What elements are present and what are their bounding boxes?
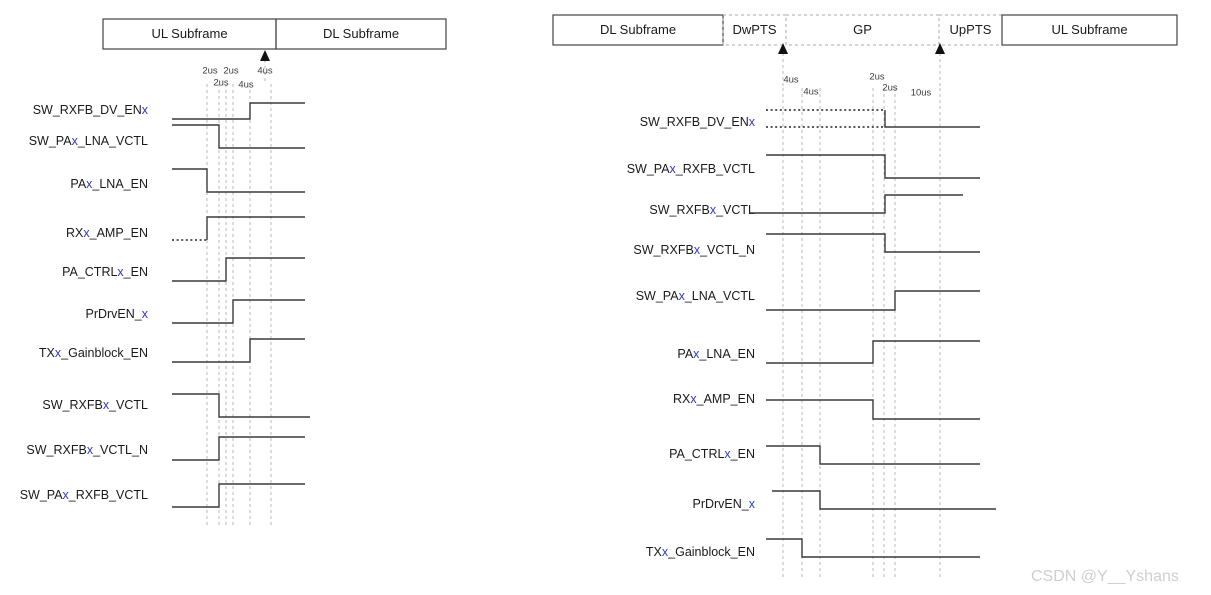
subframe-label-ul-subframe: UL Subframe <box>1051 22 1127 37</box>
waveform-segment-sw-pax-lna-vctl-0 <box>172 124 305 149</box>
waveform-prdrven-x <box>772 490 996 510</box>
waveform-segment-txx-gainblock-en-0 <box>172 338 305 363</box>
watermark-label: CSDN @Y__Yshans <box>1031 568 1179 585</box>
waveform-segment-sw-rxfbx-vctl-0 <box>750 194 963 214</box>
duration-tick-label-3: 4us <box>238 80 254 91</box>
signal-label-sw-pax-lna-vctl: SW_PAx_LNA_VCTL <box>636 289 755 303</box>
signal-label-txx-gainblock-en: TXx_Gainblock_EN <box>646 545 755 559</box>
signal-label-sw-rxfbx-vctl: SW_RXFBx_VCTL <box>649 203 755 217</box>
waveform-segment-sw-pax-rxfb-vctl-0 <box>766 154 980 179</box>
waveform-pa-ctrlx-en <box>172 257 305 282</box>
subframe-cell-dl-subframe <box>275 18 447 50</box>
waveform-sw-rxfbx-vctl-n <box>766 233 980 253</box>
subframe-label-ul-subframe: UL Subframe <box>151 26 227 41</box>
duration-tick-label-0: 2us <box>202 66 218 77</box>
signal-label-prdrven-x: PrDrvEN_x <box>85 307 148 321</box>
boundary-arrow-icon-1 <box>935 43 945 54</box>
subframe-label-gp: GP <box>853 22 872 37</box>
waveform-segment-prdrven-x-0 <box>172 299 305 324</box>
waveform-segment-sw-rxfb-dv-enx-0 <box>172 102 305 120</box>
signal-label-rxx-amp-en: RXx_AMP_EN <box>66 226 148 240</box>
signal-label-pax-lna-en: PAx_LNA_EN <box>677 347 755 361</box>
signal-label-txx-gainblock-en: TXx_Gainblock_EN <box>39 346 148 360</box>
signal-label-sw-rxfb-dv-enx: SW_RXFB_DV_ENx <box>640 115 756 129</box>
waveform-prdrven-x <box>172 299 305 324</box>
boundary-marker-group <box>778 43 945 88</box>
duration-tick-label-4: 4us <box>257 66 273 77</box>
boundary-marker-group <box>260 50 270 84</box>
waveform-sw-pax-rxfb-vctl <box>766 154 980 179</box>
duration-tick-label-1: 2us <box>223 66 239 77</box>
waveform-segment-txx-gainblock-en-0 <box>766 538 980 558</box>
waveform-txx-gainblock-en <box>172 338 305 363</box>
gridline-group <box>206 84 272 527</box>
waveform-sw-rxfbx-vctl <box>172 393 310 418</box>
waveform-segment-pax-lna-en-0 <box>172 168 305 193</box>
signal-label-sw-rxfbx-vctl-n: SW_RXFBx_VCTL_N <box>633 243 755 257</box>
signal-label-pa-ctrlx-en: PA_CTRLx_EN <box>62 265 148 279</box>
waveform-rxx-amp-en <box>766 399 980 420</box>
waveform-segment-rxx-amp-en-0 <box>766 399 980 420</box>
duration-tick-label-4: 10us <box>911 88 932 99</box>
signal-label-pax-lna-en: PAx_LNA_EN <box>70 177 148 191</box>
signal-label-pa-ctrlx-en: PA_CTRLx_EN <box>669 447 755 461</box>
waveform-txx-gainblock-en <box>766 538 980 558</box>
waveform-pa-ctrlx-en <box>766 445 980 465</box>
waveform-sw-rxfb-dv-enx <box>766 109 980 128</box>
boundary-arrow-icon-0 <box>260 50 270 61</box>
gridline-group <box>782 88 941 578</box>
signal-label-sw-rxfbx-vctl-n: SW_RXFBx_VCTL_N <box>26 443 148 457</box>
waveform-sw-rxfb-dv-enx <box>172 102 305 120</box>
waveform-segment-pa-ctrlx-en-0 <box>172 257 305 282</box>
subframe-header-row: UL Subframe DL Subframe <box>102 18 447 50</box>
waveform-segment-pa-ctrlx-en-0 <box>766 445 980 465</box>
duration-tick-label-1: 4us <box>803 87 819 98</box>
waveform-segment-pax-lna-en-0 <box>766 340 980 364</box>
signal-label-sw-rxfb-dv-enx: SW_RXFB_DV_ENx <box>33 103 149 117</box>
signal-label-sw-pax-lna-vctl: SW_PAx_LNA_VCTL <box>29 134 148 148</box>
subframe-label-dl-subframe: DL Subframe <box>323 26 399 41</box>
duration-tick-label-2: 2us <box>213 78 229 89</box>
signal-label-rxx-amp-en: RXx_AMP_EN <box>673 392 755 406</box>
signal-label-prdrven-x: PrDrvEN_x <box>692 497 755 511</box>
subframe-header-row: DL Subframe DwPTS GP UpPTS UL Subframe <box>552 14 1178 46</box>
subframe-label-uppts: UpPTS <box>950 22 992 37</box>
waveform-sw-pax-lna-vctl <box>766 290 980 311</box>
duration-tick-label-0: 4us <box>783 75 799 86</box>
waveform-sw-rxfbx-vctl-n <box>172 436 305 461</box>
duration-tick-label-2: 2us <box>869 72 885 83</box>
waveform-segment-rxx-amp-en-1 <box>206 216 305 240</box>
signal-label-sw-rxfbx-vctl: SW_RXFBx_VCTL <box>42 398 148 412</box>
waveform-segment-sw-rxfbx-vctl-n-0 <box>172 436 305 461</box>
waveform-sw-rxfbx-vctl <box>750 194 963 214</box>
waveform-segment-sw-rxfb-dv-enx-2 <box>884 110 980 128</box>
waveform-segment-prdrven-x-0 <box>772 490 996 510</box>
waveform-pax-lna-en <box>766 340 980 364</box>
waveform-segment-sw-rxfbx-vctl-n-0 <box>766 233 980 253</box>
subframe-label-dl-subframe: DL Subframe <box>600 22 676 37</box>
duration-tick-label-3: 2us <box>882 83 898 94</box>
waveform-segment-sw-pax-rxfb-vctl-0 <box>172 483 305 508</box>
signal-label-sw-pax-rxfb-vctl: SW_PAx_RXFB_VCTL <box>20 488 148 502</box>
waveform-pax-lna-en <box>172 168 305 193</box>
waveform-segment-sw-rxfbx-vctl-0 <box>172 393 310 418</box>
waveform-sw-pax-lna-vctl <box>172 124 305 149</box>
waveform-rxx-amp-en <box>172 216 305 241</box>
subframe-label-dwpts: DwPTS <box>732 22 776 37</box>
waveform-sw-pax-rxfb-vctl <box>172 483 305 508</box>
waveform-segment-sw-pax-lna-vctl-0 <box>766 290 980 311</box>
signal-label-sw-pax-rxfb-vctl: SW_PAx_RXFB_VCTL <box>627 162 755 176</box>
boundary-arrow-icon-0 <box>778 43 788 54</box>
subframe-cell-ul-subframe <box>1001 14 1178 46</box>
